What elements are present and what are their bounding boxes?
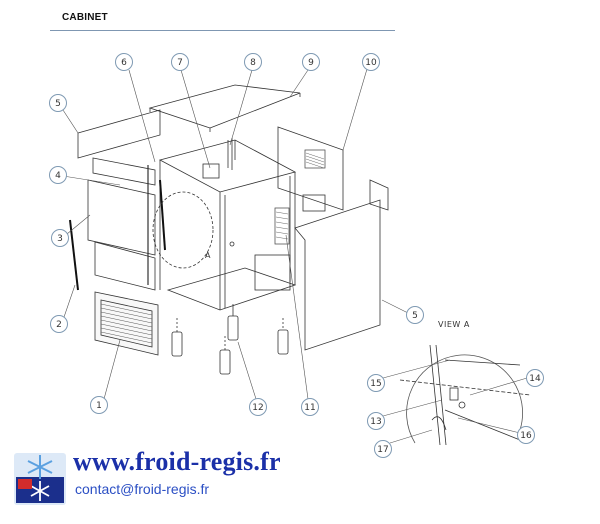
frame-top (158, 139, 297, 193)
gasket-strip (69, 219, 79, 291)
bracket-7 (202, 163, 220, 179)
side-vent (274, 207, 290, 245)
page-title: CABINET (62, 12, 108, 23)
inner-box (254, 254, 291, 291)
callout-16: 16 (517, 426, 535, 444)
rear-box (302, 194, 326, 212)
callout-label: 17 (377, 445, 388, 455)
front-lower-panel (94, 241, 156, 291)
callout-17: 17 (374, 440, 392, 458)
leader-lines (62, 68, 528, 444)
rear-panel (277, 126, 344, 211)
right-side-panel (294, 199, 381, 351)
frame-base (166, 267, 297, 311)
callout-label: 9 (308, 58, 314, 68)
callout-5-right: 5 (406, 306, 424, 324)
left-top-strip (77, 109, 161, 159)
callout-6: 6 (115, 53, 133, 71)
top-cover-panel (148, 84, 301, 129)
callout-label: 5 (412, 311, 418, 321)
callout-label: 5 (55, 99, 61, 109)
callout-10: 10 (362, 53, 380, 71)
callout-label: 6 (121, 58, 127, 68)
callout-9: 9 (302, 53, 320, 71)
rear-vent (304, 149, 326, 169)
callout-8: 8 (244, 53, 262, 71)
title-divider (50, 30, 395, 31)
callout-label: 7 (177, 58, 183, 68)
callout-3: 3 (51, 229, 69, 247)
callout-2: 2 (50, 315, 68, 333)
callout-label: 16 (520, 431, 532, 441)
callout-label: 4 (55, 171, 61, 181)
callout-label: 10 (365, 58, 377, 68)
froid-regis-logo (14, 453, 66, 505)
view-a-title: VIEW A (438, 320, 470, 329)
front-panel (87, 179, 156, 256)
callout-label: 1 (96, 401, 102, 411)
email-link[interactable]: contact@froid-regis.fr (75, 481, 210, 497)
front-top-panel (92, 157, 156, 186)
website-link[interactable]: www.froid-regis.fr (73, 447, 281, 476)
front-grille (94, 291, 159, 356)
detail-a-label: A (205, 251, 211, 260)
callout-15: 15 (367, 374, 385, 392)
callout-label: 13 (370, 417, 381, 427)
callout-12: 12 (249, 398, 267, 416)
callout-7: 7 (171, 53, 189, 71)
callout-label: 12 (252, 403, 263, 413)
rear-bracket (369, 179, 389, 211)
callout-13: 13 (367, 412, 385, 430)
callout-label: 3 (57, 234, 63, 244)
callout-1: 1 (90, 396, 108, 414)
callout-label: 15 (370, 379, 381, 389)
view-a-detail (399, 344, 531, 446)
callout-label: 14 (529, 374, 541, 384)
callout-4: 4 (49, 166, 67, 184)
callout-label: 2 (56, 320, 62, 330)
callout-14: 14 (526, 369, 544, 387)
callout-5-left: 5 (49, 94, 67, 112)
callout-11: 11 (301, 398, 319, 416)
callout-group: 1 2 3 4 5 5 6 7 8 9 10 11 12 13 14 15 16… (49, 53, 544, 458)
detail-a-circle (152, 191, 214, 269)
callout-label: 8 (250, 58, 256, 68)
feet (171, 304, 289, 375)
callout-label: 11 (304, 403, 315, 413)
